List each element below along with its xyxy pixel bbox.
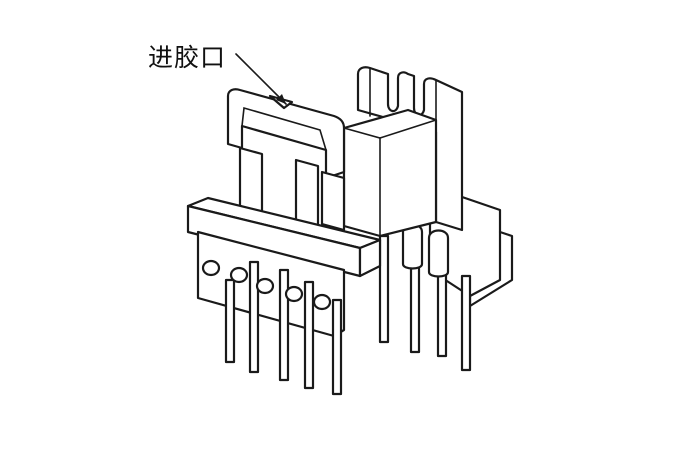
callout-arrowhead — [276, 94, 286, 104]
callout-leader-line — [235, 53, 287, 105]
core-block — [342, 108, 438, 238]
flange-webs — [238, 146, 346, 232]
gate-callout-label: 进胶口 — [148, 43, 227, 72]
front-pins — [201, 259, 343, 396]
